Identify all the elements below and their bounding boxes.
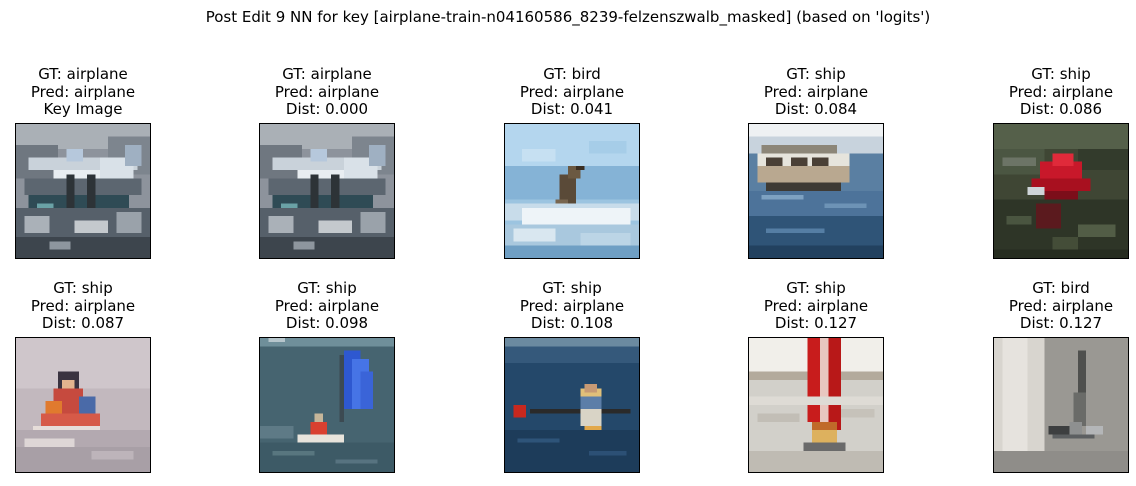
pred-label: Pred: airplane: [274, 296, 380, 315]
neighbor-image: [259, 123, 395, 259]
neighbor-image: [504, 123, 640, 259]
neighbor-image: [748, 337, 884, 473]
pred-label: Pred: airplane: [30, 82, 136, 101]
gt-label: GT: ship: [53, 279, 113, 297]
dist-label: Dist: 0.084: [774, 100, 858, 118]
neighbor-image: [504, 337, 640, 473]
gt-label: GT: ship: [786, 65, 846, 83]
dist-label: Dist: 0.000: [285, 100, 369, 118]
dist-label: Dist: 0.086: [1019, 100, 1103, 118]
gt-label: GT: ship: [542, 279, 602, 297]
pred-label: Pred: airplane: [763, 296, 869, 315]
dist-label: Dist: 0.108: [530, 314, 614, 332]
neighbor-image: [259, 337, 395, 473]
pred-label: Pred: airplane: [30, 296, 136, 315]
pred-label: Pred: airplane: [763, 82, 869, 101]
dist-label: Dist: 0.127: [1019, 314, 1103, 332]
dist-label: Dist: 0.098: [285, 314, 369, 332]
neighbor-image: [993, 123, 1129, 259]
pred-label: Pred: airplane: [274, 82, 380, 101]
pred-label: Pred: airplane: [1008, 82, 1114, 101]
dist-label: Dist: 0.087: [41, 314, 125, 332]
figure-title: Post Edit 9 NN for key [airplane-train-n…: [205, 8, 931, 26]
dist-label: Dist: 0.127: [774, 314, 858, 332]
pred-label: Pred: airplane: [519, 82, 625, 101]
neighbor-image: [15, 337, 151, 473]
gt-label: GT: ship: [1031, 65, 1091, 83]
pred-label: Pred: airplane: [519, 296, 625, 315]
dist-label: Key Image: [43, 100, 123, 118]
gt-label: GT: ship: [297, 279, 357, 297]
neighbor-image: [748, 123, 884, 259]
gt-label: GT: bird: [1032, 279, 1090, 297]
gt-label: GT: airplane: [38, 65, 128, 83]
neighbor-image: [15, 123, 151, 259]
gt-label: GT: airplane: [282, 65, 372, 83]
gt-label: GT: bird: [543, 65, 601, 83]
gt-label: GT: ship: [786, 279, 846, 297]
pred-label: Pred: airplane: [1008, 296, 1114, 315]
dist-label: Dist: 0.041: [530, 100, 614, 118]
neighbor-image: [993, 337, 1129, 473]
